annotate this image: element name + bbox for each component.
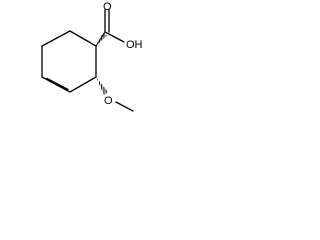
bond-methoxy-to-methyl: [115, 101, 134, 112]
hashed-wedge-bond-methoxy: [96, 77, 108, 95]
bond-ring-to-carboxyl: [95, 31, 106, 47]
ring-bond-c5-c6: [69, 76, 97, 93]
ring-bond-c2-c3: [41, 30, 71, 47]
chemical-structure: O OH O: [41, 1, 143, 112]
structure-canvas: O OH O: [0, 0, 160, 138]
carbonyl-oxygen-label: O: [103, 1, 112, 13]
bond-carboxyl-to-oh: [104, 31, 125, 43]
hydroxyl-label: OH: [126, 39, 143, 51]
methoxy-oxygen-label: O: [104, 95, 113, 107]
ring-bond-c4-c5: [41, 76, 71, 93]
ring-bond-c1-c2: [69, 30, 97, 47]
ring-double-bond-inner: [46, 77, 69, 91]
